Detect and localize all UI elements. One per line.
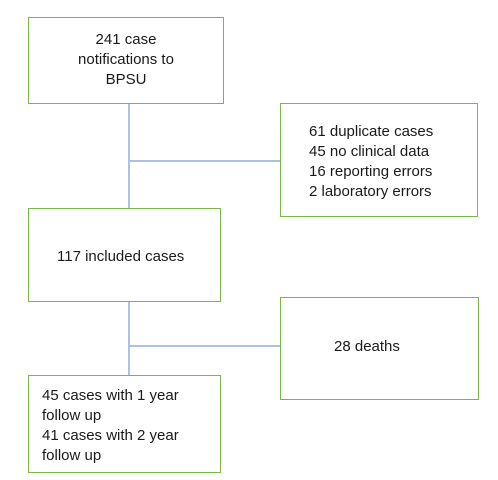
notifications-line-1: 241 case bbox=[95, 31, 157, 48]
follow-up-box: 45 cases with 1 year follow up 41 cases … bbox=[28, 375, 221, 473]
case-notifications-box: 241 case notifications to BPSU bbox=[28, 17, 224, 104]
exclusion-duplicates: 61 duplicate cases bbox=[309, 123, 434, 140]
connector-branch-to-deaths bbox=[128, 345, 280, 347]
included-cases-label: 117 included cases bbox=[57, 248, 185, 265]
connector-branch-to-exclusions bbox=[128, 160, 280, 162]
notifications-line-2: notifications to bbox=[78, 51, 174, 68]
followup-line-2: follow up bbox=[42, 407, 102, 424]
exclusion-laboratory-errors: 2 laboratory errors bbox=[309, 183, 432, 200]
connector-notifications-to-included bbox=[128, 104, 130, 208]
notifications-line-3: BPSU bbox=[105, 71, 147, 88]
deaths-label: 28 deaths bbox=[334, 338, 400, 355]
exclusion-reporting-errors: 16 reporting errors bbox=[309, 163, 433, 180]
connector-included-to-followup bbox=[128, 302, 130, 375]
included-cases-box: 117 included cases bbox=[28, 208, 221, 302]
deaths-box: 28 deaths bbox=[280, 297, 479, 400]
followup-line-4: follow up bbox=[42, 447, 102, 464]
followup-line-1: 45 cases with 1 year bbox=[42, 387, 179, 404]
exclusion-no-clinical-data: 45 no clinical data bbox=[309, 143, 430, 160]
excluded-cases-box: 61 duplicate cases 45 no clinical data 1… bbox=[280, 103, 478, 217]
followup-line-3: 41 cases with 2 year bbox=[42, 427, 179, 444]
